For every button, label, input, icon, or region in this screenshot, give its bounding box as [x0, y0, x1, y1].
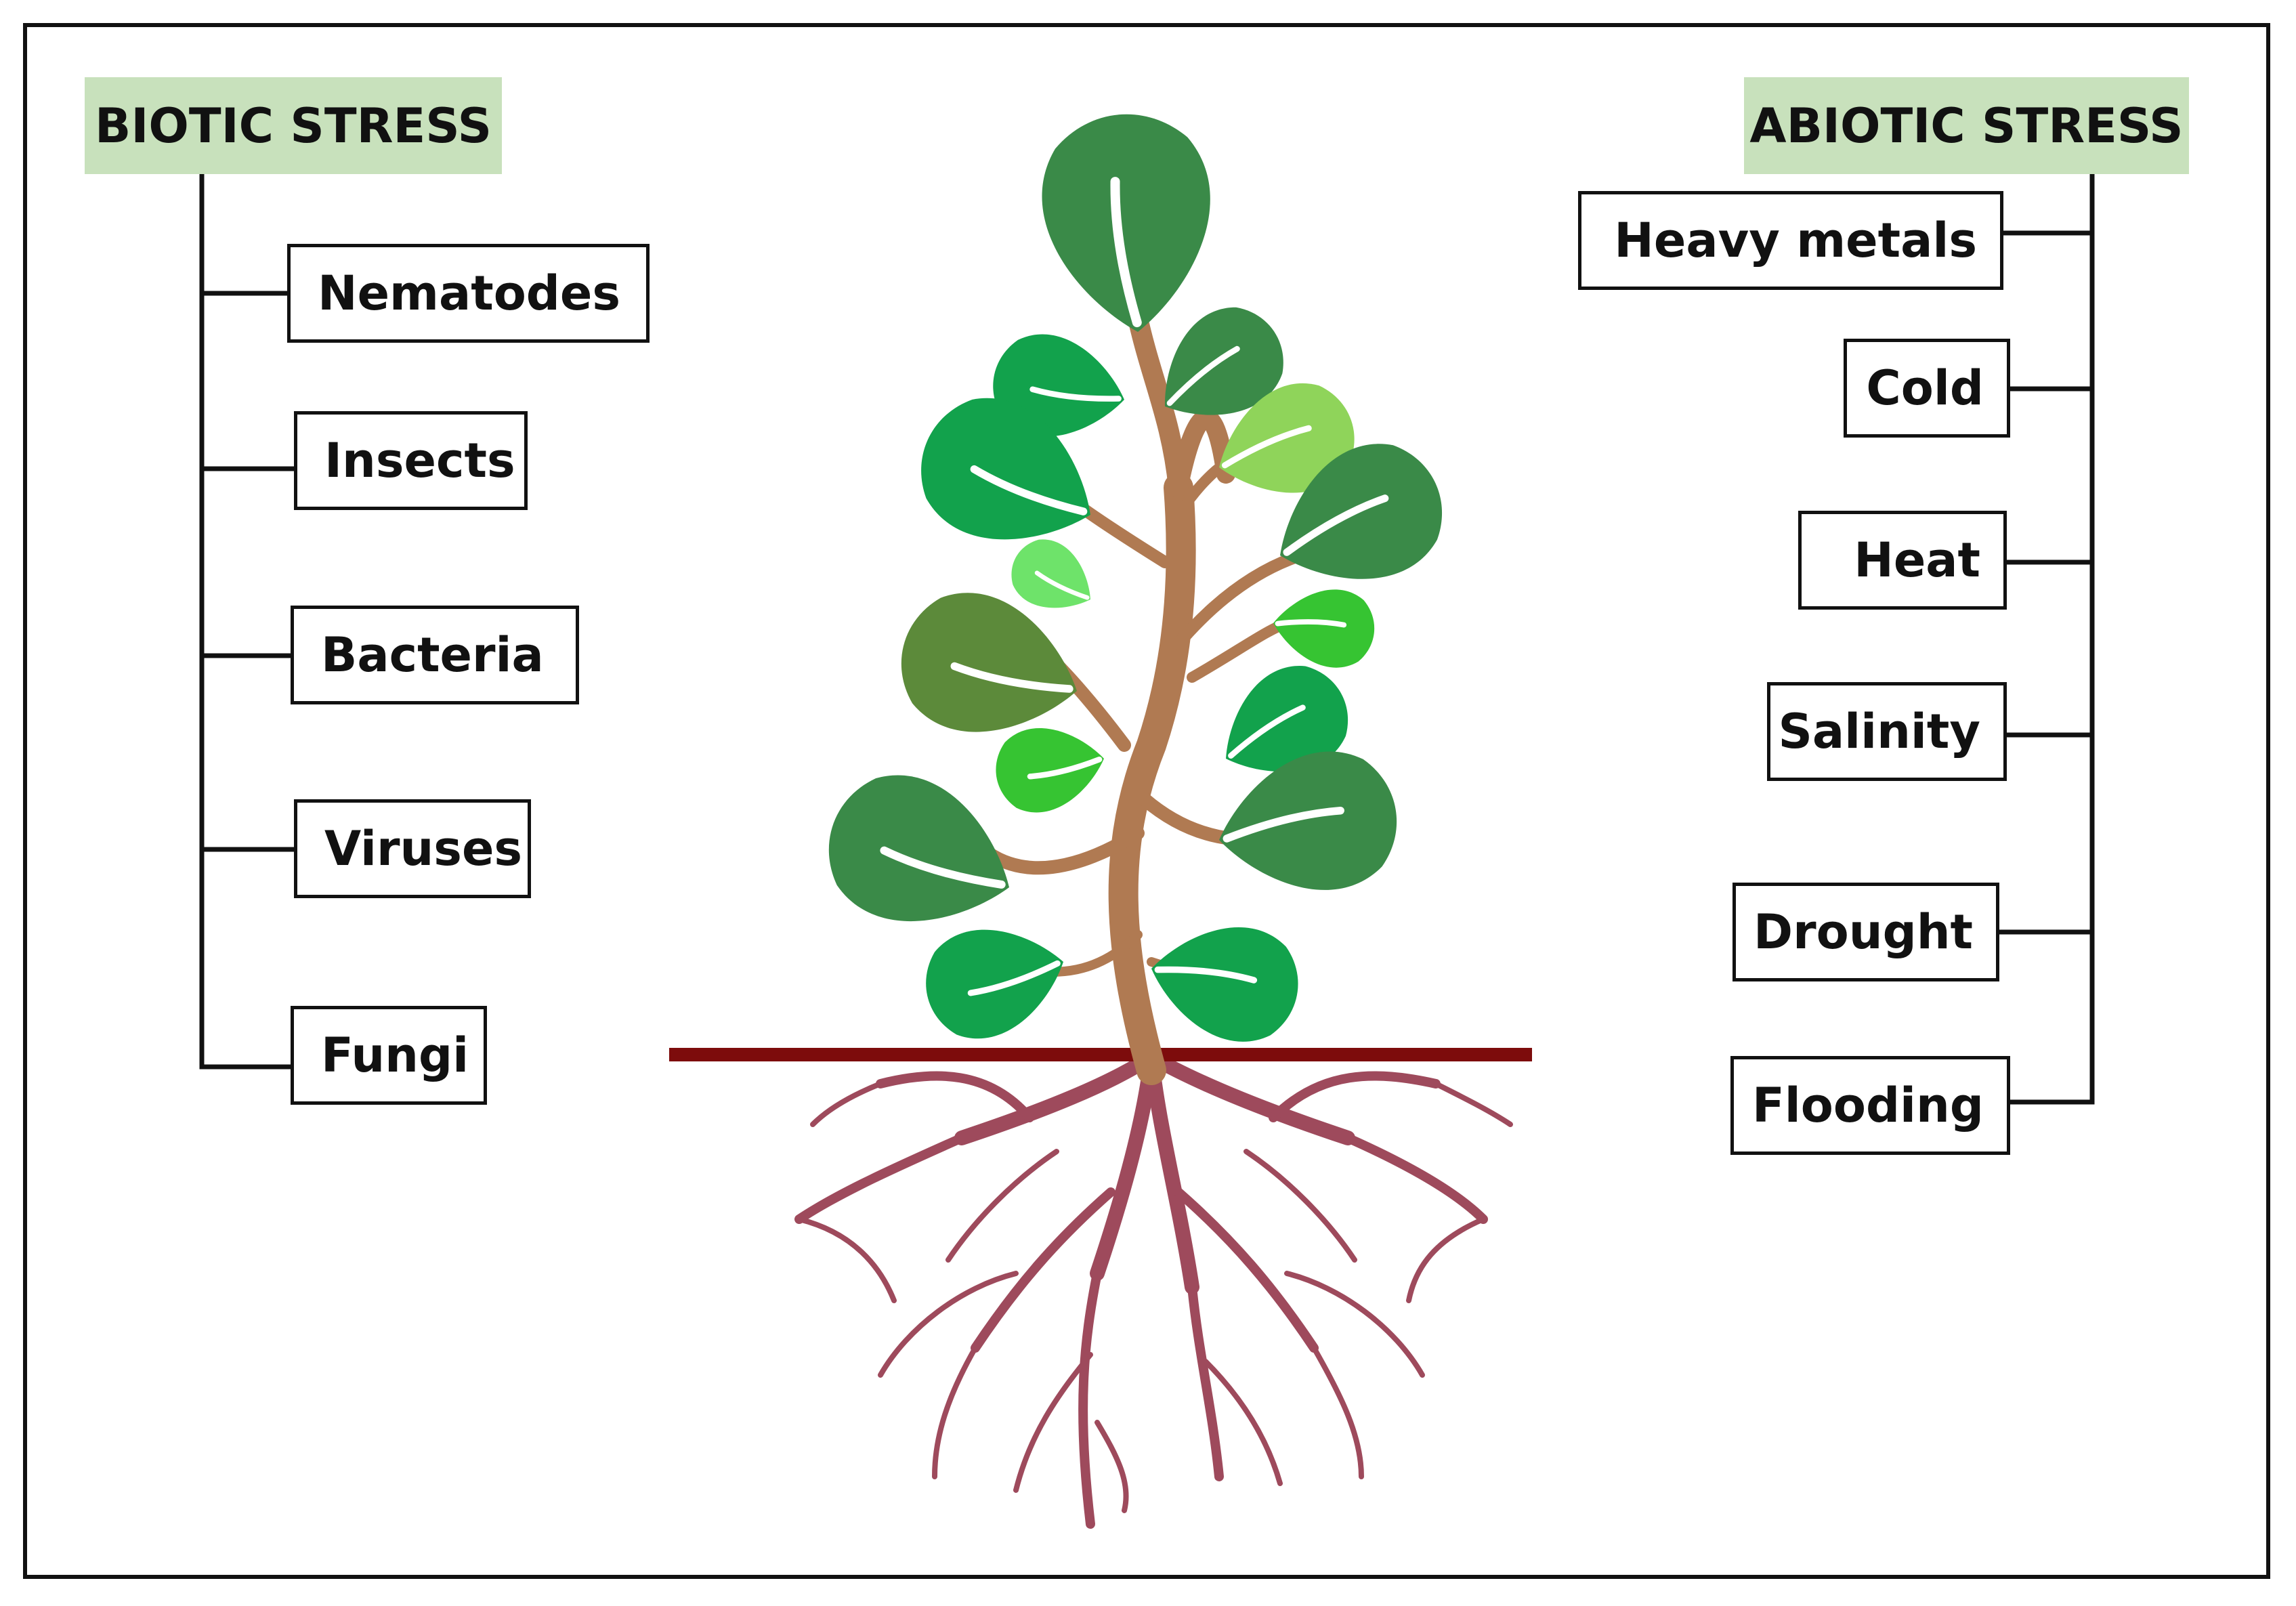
leaf	[1141, 912, 1307, 1051]
biotic-item-bacteria: Bacteria	[291, 606, 579, 704]
abiotic-item-label: Heat	[1854, 532, 1980, 588]
leaves	[809, 107, 1464, 1051]
abiotic-item-flooding: Flooding	[1730, 1056, 2010, 1155]
leaf	[1135, 289, 1303, 448]
biotic-item-fungi: Fungi	[291, 1006, 487, 1105]
abiotic-stress-title: ABIOTIC STRESS	[1749, 98, 2184, 154]
leaf	[1000, 528, 1107, 629]
abiotic-item-label: Cold	[1866, 360, 1984, 416]
leaf	[1035, 107, 1222, 339]
biotic-item-label: Fungi	[321, 1028, 469, 1083]
leaf	[886, 578, 1095, 758]
abiotic-item-label: Heavy metals	[1614, 213, 1977, 268]
biotic-item-label: Bacteria	[321, 627, 544, 683]
biotic-item-nematodes: Nematodes	[287, 244, 650, 343]
biotic-stress-title: BIOTIC STRESS	[94, 98, 492, 154]
leaf	[914, 909, 1078, 1051]
abiotic-item-heat: Heat	[1798, 511, 2007, 610]
roots	[794, 1049, 1513, 1529]
abiotic-item-salinity: Salinity	[1767, 682, 2007, 781]
leaf	[899, 376, 1120, 578]
leaf	[809, 755, 1034, 955]
stem	[982, 308, 1306, 1085]
abiotic-item-label: Flooding	[1751, 1078, 1984, 1133]
abiotic-item-drought: Drought	[1732, 883, 1999, 981]
leaf	[989, 717, 1111, 820]
abiotic-stress-header: ABIOTIC STRESS	[1744, 77, 2189, 174]
abiotic-item-label: Salinity	[1778, 704, 1980, 759]
leaf	[985, 326, 1134, 450]
biotic-item-label: Insects	[324, 433, 515, 488]
leaf	[1200, 368, 1369, 518]
leaf	[1207, 740, 1408, 908]
abiotic-item-heavy-metals: Heavy metals	[1578, 191, 2003, 290]
biotic-item-viruses: Viruses	[294, 799, 531, 898]
biotic-item-insects: Insects	[294, 411, 528, 510]
abiotic-item-cold: Cold	[1844, 339, 2010, 438]
biotic-item-label: Viruses	[324, 821, 523, 876]
abiotic-item-label: Drought	[1753, 904, 1973, 960]
leaf	[1200, 648, 1366, 803]
biotic-item-label: Nematodes	[318, 266, 621, 321]
leaf	[1252, 423, 1464, 616]
biotic-stress-header: BIOTIC STRESS	[85, 77, 502, 174]
leaf	[1269, 584, 1378, 671]
